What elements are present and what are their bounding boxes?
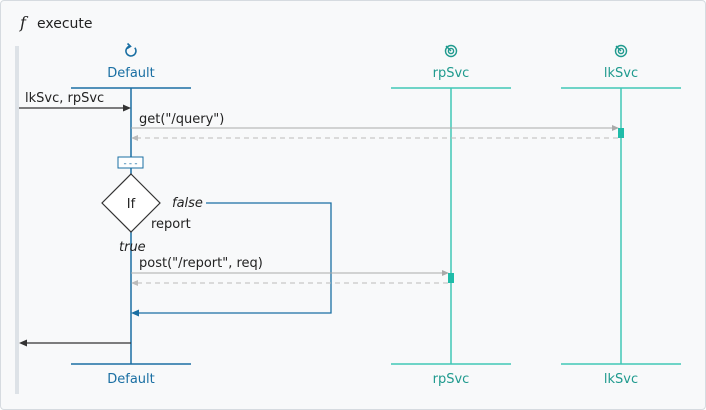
post-report-arrowhead [442,270,449,276]
false-branch-path [138,202,332,314]
refresh-icon[interactable] [125,42,137,57]
scope-bar [15,46,19,394]
get-query-return-arrowhead [131,135,138,141]
if-expression: report [151,217,191,232]
get-query-label: get("/query") [139,112,224,127]
target-icon[interactable] [444,44,458,58]
incoming-arrowhead [123,104,131,112]
function-icon: f [19,13,29,32]
collapse-button[interactable] [117,156,144,169]
get-query-arrowhead [612,125,619,131]
if-keyword: If [127,197,136,212]
activation-lksvc [618,128,624,138]
participant-name-rpsvc[interactable]: rpSvc [433,66,470,81]
participant-name-default[interactable]: Default [107,66,155,81]
participant-footer-name-default[interactable]: Default [107,372,155,387]
post-report-return-arrowhead [131,280,138,286]
false-branch-label: false [172,196,203,211]
post-report-label: post("/report", req) [139,256,263,271]
activation-rpsvc [448,273,454,283]
if-condition-diamond[interactable] [101,173,161,233]
incoming-call-label: lkSvc, rpSvc [25,91,104,106]
participant-footer-name-lksvc[interactable]: lkSvc [604,372,638,387]
final-return-arrowhead [19,339,27,347]
false-branch-arrowhead [131,309,139,317]
participant-footer-name-rpsvc[interactable]: rpSvc [433,372,470,387]
target-icon[interactable] [614,44,628,58]
function-title: execute [37,16,93,32]
participant-name-lksvc[interactable]: lkSvc [604,66,638,81]
collapse-icon: --- [122,159,138,169]
true-branch-label: true [119,240,146,255]
